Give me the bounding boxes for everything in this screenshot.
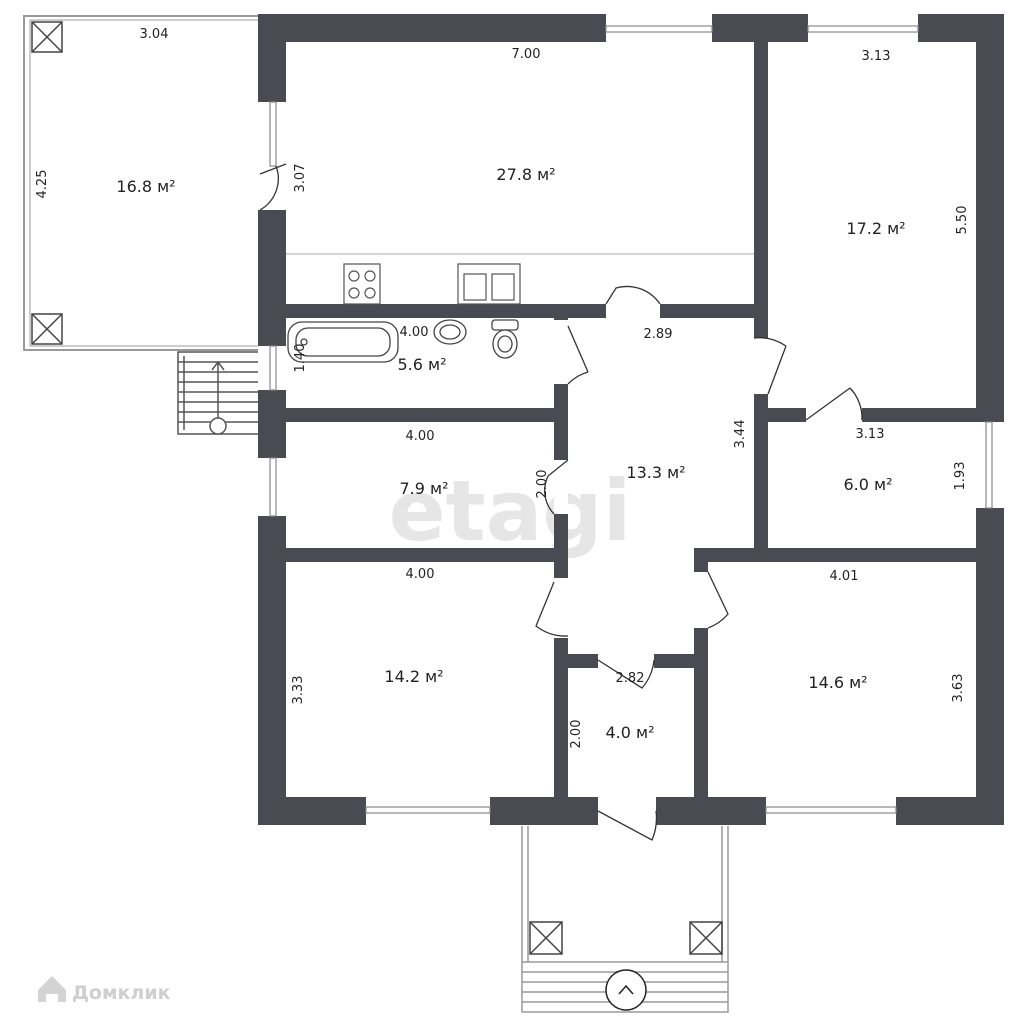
area-hall: 13.3 м² — [626, 463, 685, 482]
area-storage-east: 6.0 м² — [843, 475, 892, 494]
room-areas: 16.8 м² 27.8 м² 17.2 м² 5.6 м² 13.3 м² 7… — [116, 165, 905, 742]
dim-kitchen-width: 7.00 — [512, 47, 541, 62]
dim-room-middle-width: 4.00 — [406, 429, 435, 444]
toilet-icon — [491, 319, 519, 359]
terrace-post-icon — [31, 21, 63, 345]
side-stairs-icon — [177, 351, 261, 435]
area-bedroom-sw: 14.2 м² — [384, 667, 443, 686]
dim-storage-depth: 1.93 — [953, 462, 968, 491]
dim-bathroom-depth: 1.40 — [293, 344, 308, 373]
bathtub-icon — [287, 321, 399, 363]
openings — [258, 14, 1004, 825]
dim-bedroom-ne-width: 3.13 — [862, 49, 891, 64]
area-terrace: 16.8 м² — [116, 177, 175, 196]
dim-hall-depth: 3.44 — [733, 420, 748, 449]
dim-terrace-width: 3.04 — [140, 27, 169, 42]
dim-bedroom-sw-depth: 3.33 — [291, 676, 306, 705]
windows — [269, 25, 993, 814]
dim-hall-width: 2.89 — [644, 327, 673, 342]
area-bathroom: 5.6 м² — [397, 355, 446, 374]
dim-storage-width: 3.13 — [856, 427, 885, 442]
dim-bedroom-sw-width: 4.00 — [406, 567, 435, 582]
dim-vestibule-depth: 2.00 — [569, 720, 584, 749]
dim-bedroom-se-depth: 3.63 — [951, 674, 966, 703]
area-bedroom-ne: 17.2 м² — [846, 219, 905, 238]
house-icon — [38, 976, 66, 1002]
brand-name: Домклик — [72, 982, 171, 1004]
porch-stairs-icon — [605, 969, 647, 1011]
dim-room-middle-depth: 2.00 — [535, 470, 550, 499]
doors — [259, 163, 863, 841]
area-bedroom-se: 14.6 м² — [808, 673, 867, 692]
dim-bedroom-ne-depth: 5.50 — [955, 206, 970, 235]
dim-bedroom-se-width: 4.01 — [830, 569, 859, 584]
area-kitchen-living: 27.8 м² — [496, 165, 555, 184]
area-vestibule: 4.0 м² — [605, 723, 654, 742]
brand-logo: Домклик — [38, 976, 171, 1004]
dim-bathroom-width: 4.00 — [400, 325, 429, 340]
dim-terrace-depth: 4.25 — [35, 170, 50, 199]
dim-kitchen-depth: 3.07 — [293, 164, 308, 193]
walls — [258, 14, 1004, 825]
washbasin-icon — [433, 319, 467, 345]
terrace-outline — [23, 15, 260, 351]
dimension-labels: 3.04 4.25 7.00 3.07 3.13 5.50 4.00 1.40 … — [35, 27, 970, 748]
dim-vestibule-width: 2.82 — [616, 671, 645, 686]
kitchen-sink-icon — [457, 263, 521, 305]
watermark: etagi — [389, 462, 632, 560]
porch-post-icon — [529, 921, 723, 955]
stove-icon — [343, 263, 381, 305]
area-room-middle: 7.9 м² — [399, 479, 448, 498]
